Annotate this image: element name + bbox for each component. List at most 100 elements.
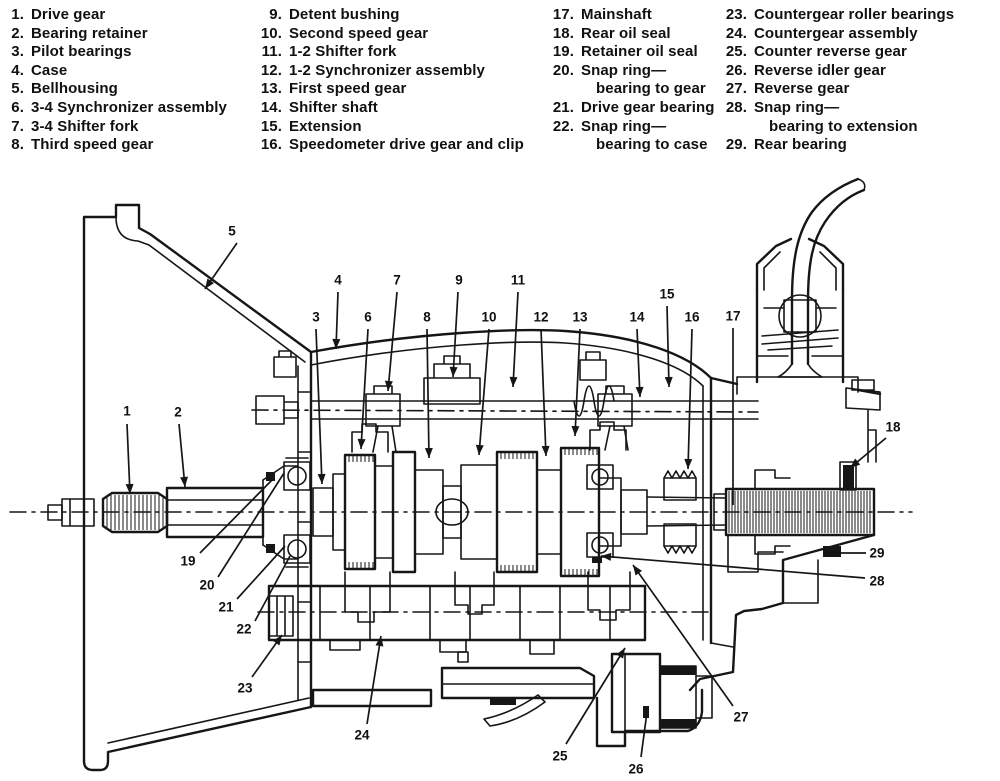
callout-number-10: 10 [481, 310, 496, 325]
callout-number-24: 24 [354, 728, 370, 743]
legend-item-label: Detent bushing [289, 6, 400, 23]
countergear-and-idler [267, 584, 713, 748]
legend-item-label: bearing to gear [596, 80, 706, 98]
callout-14: 14 [629, 310, 645, 398]
input-drive-gear-shaft [47, 457, 311, 568]
shift-tower-and-lever [755, 177, 866, 384]
legend-item-number: 16. [260, 136, 282, 154]
legend-item: 11. 1-2 Shifter fork [252, 43, 524, 62]
legend-item-number: 2. [11, 24, 24, 42]
callout-number-11: 11 [511, 273, 526, 288]
callout-26: 26 [628, 711, 648, 777]
legend-item: 14.Shifter shaft [252, 99, 524, 118]
legend-item: 1.Drive gear [6, 6, 227, 25]
legend-item-label: Extension [289, 117, 362, 135]
legend-item: 18.Rear oil seal [544, 25, 715, 44]
callout-number-4: 4 [334, 273, 342, 288]
spline-hatching [106, 448, 871, 576]
legend-item-label: Countergear assembly [754, 24, 918, 42]
legend-item: bearing to case [544, 136, 715, 155]
callout-number-8: 8 [423, 310, 431, 325]
legend-item-label: Speedometer drive gear and clip [289, 136, 524, 154]
callout-18: 18 [849, 420, 901, 469]
legend-item: 29.Rear bearing [714, 136, 954, 155]
legend-item-label: Counter reverse gear [754, 43, 907, 61]
legend-item-number: 8. [11, 136, 24, 154]
callout-6: 6 [357, 310, 372, 450]
callout-number-20: 20 [199, 578, 214, 593]
legend-item: 15. Extension [252, 118, 524, 137]
callout-number-28: 28 [869, 574, 885, 589]
legend-item-number: 17. [552, 6, 574, 23]
legend-item-number: 12. [260, 61, 282, 79]
callout-20: 20 [199, 472, 285, 593]
legend-item: 16. Speedometer drive gear and clip [252, 136, 524, 155]
callout-number-25: 25 [552, 749, 568, 764]
callout-3: 3 [312, 310, 326, 485]
legend-item-number: 11. [261, 43, 282, 61]
legend-item-label: Pilot bearings [31, 43, 132, 61]
legend-item-number: 9. [269, 6, 282, 23]
legend-item-number: 21. [552, 98, 574, 116]
legend-item: 28.Snap ring— [714, 99, 954, 118]
callout-23: 23 [237, 634, 283, 696]
legend-item-label: 1-2 Shifter fork [289, 43, 397, 61]
extension-housing [688, 376, 882, 692]
case [309, 328, 713, 645]
legend-item: 9. Detent bushing [252, 6, 524, 25]
legend-item: 23. Countergear roller bearings [714, 6, 954, 25]
legend-item: 20. Snap ring— [544, 62, 715, 81]
callout-number-21: 21 [218, 600, 234, 615]
legend-item: 25. Counter reverse gear [714, 43, 954, 62]
legend-item: 4.Case [6, 62, 227, 81]
legend-item-number: 20. [552, 61, 574, 79]
legend-item-label: Countergear roller bearings [754, 6, 955, 23]
legend-item-number: 22. [552, 117, 574, 135]
legend-item-number: 25. [725, 43, 747, 61]
legend-item-label: Bearing retainer [31, 24, 148, 42]
legend-item-label: Shifter shaft [289, 98, 378, 116]
legend-item: 12. 1-2 Synchronizer assembly [252, 62, 524, 81]
callout-15: 15 [659, 287, 675, 388]
callout-29: 29 [828, 546, 885, 561]
callout-22: 22 [236, 555, 291, 637]
callout-number-29: 29 [869, 546, 884, 561]
legend-item: 2. Bearing retainer [6, 25, 227, 44]
legend-item-label: Rear oil seal [581, 24, 671, 42]
legend-item: 13.First speed gear [252, 80, 524, 99]
legend-item-number: 19. [552, 43, 574, 61]
legend-item-number: 10. [260, 24, 282, 42]
legend-item-label: Drive gear bearing [581, 98, 715, 116]
callout-10: 10 [475, 310, 497, 456]
callout-21: 21 [218, 545, 286, 615]
legend-item-number: 13. [260, 80, 282, 98]
legend-item-number: 23. [725, 6, 747, 23]
callout-number-26: 26 [628, 762, 644, 777]
callout-number-15: 15 [659, 287, 675, 302]
legend-item-number: 15. [260, 117, 282, 135]
callout-9: 9 [449, 273, 463, 378]
callout-27: 27 [632, 564, 749, 725]
callout-number-27: 27 [733, 710, 748, 725]
legend-item-label: 1-2 Synchronizer assembly [289, 61, 485, 79]
bellhousing [82, 203, 313, 772]
legend-item-number: 6. [11, 98, 24, 116]
callout-7: 7 [384, 273, 401, 392]
callout-number-6: 6 [364, 310, 372, 325]
callout-number-5: 5 [228, 224, 236, 239]
callout-13: 13 [571, 310, 588, 437]
callout-number-9: 9 [455, 273, 463, 288]
callout-number-18: 18 [885, 420, 901, 435]
legend-item-label: Reverse idler gear [754, 61, 886, 79]
legend-item-label: Second speed gear [289, 24, 429, 42]
callout-19: 19 [180, 479, 273, 569]
legend-item-number: 27. [725, 80, 747, 98]
legend-item: 26.Reverse idler gear [714, 62, 954, 81]
legend-item-label: Snap ring— [581, 61, 667, 79]
callout-number-22: 22 [236, 622, 251, 637]
